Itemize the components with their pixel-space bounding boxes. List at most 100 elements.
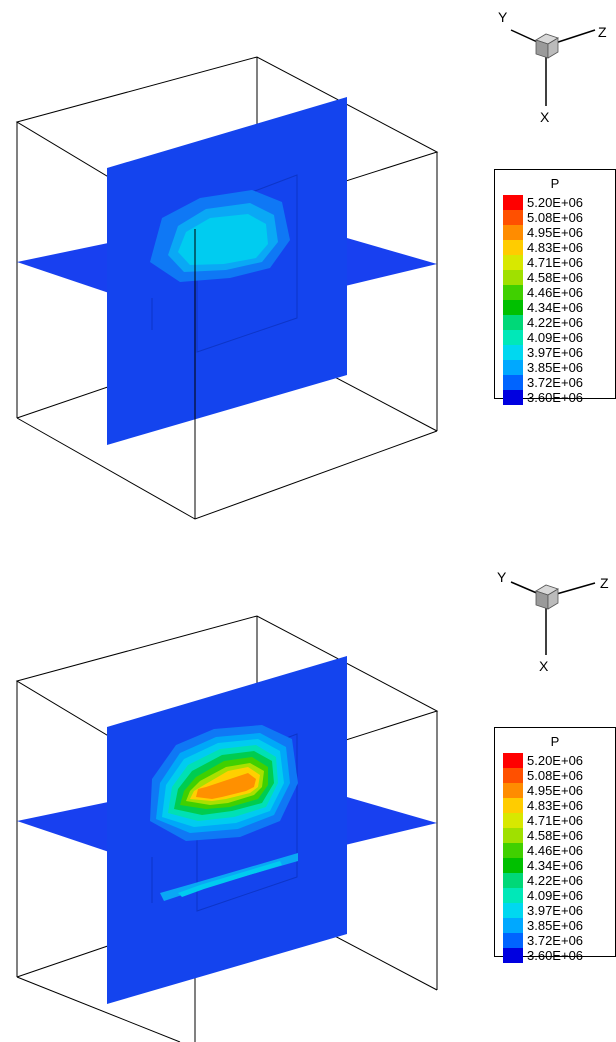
- legend-label: 4.34E+06: [527, 858, 584, 873]
- legend-swatch: [503, 753, 523, 768]
- axis-label-y: Y: [498, 9, 508, 25]
- legend-title: P: [550, 734, 560, 749]
- contour-plot-3d: Y Z X: [15, 9, 607, 520]
- legend-label: 3.85E+06: [527, 918, 584, 933]
- legend-entry: 4.95E+06: [503, 783, 583, 798]
- legend-entry: 4.22E+06: [503, 873, 583, 888]
- legend-label: 4.71E+06: [527, 813, 584, 828]
- legend-entry: 3.97E+06: [503, 345, 583, 360]
- pressure-contour: [150, 725, 298, 841]
- legend-swatch: [503, 783, 523, 798]
- legend-swatch: [503, 345, 523, 360]
- legend-label: 4.83E+06: [527, 798, 584, 813]
- legend-swatch: [503, 360, 523, 375]
- legend-swatch: [503, 270, 523, 285]
- legend-entry: 4.83E+06: [503, 798, 583, 813]
- legend-swatch: [503, 768, 523, 783]
- legend-swatch: [503, 933, 523, 948]
- legend-entry: 4.83E+06: [503, 240, 583, 255]
- legend-entry: 4.09E+06: [503, 330, 583, 345]
- legend-entry: 4.34E+06: [503, 858, 583, 873]
- legend-entry: 5.08E+06: [503, 210, 583, 225]
- legend-entry: 5.20E+06: [503, 753, 583, 768]
- legend-entry: 4.09E+06: [503, 888, 583, 903]
- legend-swatch: [503, 285, 523, 300]
- legend-swatch: [503, 903, 523, 918]
- legend-entry: 3.97E+06: [503, 903, 583, 918]
- legend-label: 5.08E+06: [527, 768, 584, 783]
- legend-label: 4.46E+06: [527, 285, 584, 300]
- legend-label: 5.08E+06: [527, 210, 584, 225]
- legend-label: 4.95E+06: [527, 783, 584, 798]
- legend-label: 4.58E+06: [527, 828, 584, 843]
- legend-title: P: [550, 176, 560, 191]
- legend-swatch: [503, 918, 523, 933]
- legend-entry: 4.71E+06: [503, 813, 583, 828]
- legend-label: 3.85E+06: [527, 360, 584, 375]
- legend-label: 4.71E+06: [527, 255, 584, 270]
- legend-entry: 4.22E+06: [503, 315, 583, 330]
- legend-entry: 4.34E+06: [503, 300, 583, 315]
- legend-label: 4.83E+06: [527, 240, 584, 255]
- legend-entry: 4.71E+06: [503, 255, 583, 270]
- legend-swatch: [503, 873, 523, 888]
- legend-swatch: [503, 390, 523, 405]
- legend-swatch: [503, 300, 523, 315]
- legend-entry: 5.08E+06: [503, 768, 583, 783]
- legend-label: 4.46E+06: [527, 843, 584, 858]
- legend-label: 3.97E+06: [527, 903, 584, 918]
- legend-entry: 4.46E+06: [503, 285, 583, 300]
- legend-swatch: [503, 858, 523, 873]
- legend-label: 3.72E+06: [527, 933, 584, 948]
- legend-label: 3.72E+06: [527, 375, 584, 390]
- legend-swatch: [503, 375, 523, 390]
- contour-plot-3d: Y Z X: [15, 569, 609, 1042]
- legend-label: 3.60E+06: [527, 948, 584, 963]
- legend-label: 4.95E+06: [527, 225, 584, 240]
- legend-label: 4.34E+06: [527, 300, 584, 315]
- legend-swatch: [503, 225, 523, 240]
- legend-swatch: [503, 888, 523, 903]
- inner-box: [151, 174, 298, 353]
- legend-entry: 3.72E+06: [503, 375, 583, 390]
- legend-swatch: [503, 210, 523, 225]
- axis-triad: Y Z X: [498, 9, 607, 125]
- legend-label: 4.09E+06: [527, 888, 584, 903]
- axis-label-y: Y: [497, 569, 507, 585]
- legend-swatch: [503, 798, 523, 813]
- legend-label: 5.20E+06: [527, 753, 584, 768]
- axis-label-x: X: [539, 658, 549, 674]
- legend-entry: 3.60E+06: [503, 948, 583, 963]
- legend-swatch: [503, 315, 523, 330]
- axis-label-z: Z: [598, 24, 607, 40]
- legend-swatch: [503, 813, 523, 828]
- legend-label: 4.22E+06: [527, 873, 584, 888]
- axis-label-z: Z: [600, 575, 609, 591]
- legend-entry: 4.58E+06: [503, 270, 583, 285]
- lower-contour: [160, 853, 298, 901]
- legend-swatch: [503, 195, 523, 210]
- legend-entry: 3.85E+06: [503, 360, 583, 375]
- legend-entry: 3.72E+06: [503, 933, 583, 948]
- legend-label: 5.20E+06: [527, 195, 584, 210]
- axis-label-x: X: [540, 109, 550, 125]
- legend-entry: 4.58E+06: [503, 828, 583, 843]
- legend-swatch: [503, 843, 523, 858]
- legend-label: 3.60E+06: [527, 390, 584, 405]
- legend-entry: 5.20E+06: [503, 195, 583, 210]
- legend-label: 3.97E+06: [527, 345, 584, 360]
- legend-label: 4.58E+06: [527, 270, 584, 285]
- axis-triad: Y Z X: [497, 569, 609, 674]
- legend-label: 4.09E+06: [527, 330, 584, 345]
- legend-swatch: [503, 240, 523, 255]
- legend-swatch: [503, 948, 523, 963]
- legend-entry: 3.85E+06: [503, 918, 583, 933]
- legend-swatch: [503, 330, 523, 345]
- legend-entry: 4.46E+06: [503, 843, 583, 858]
